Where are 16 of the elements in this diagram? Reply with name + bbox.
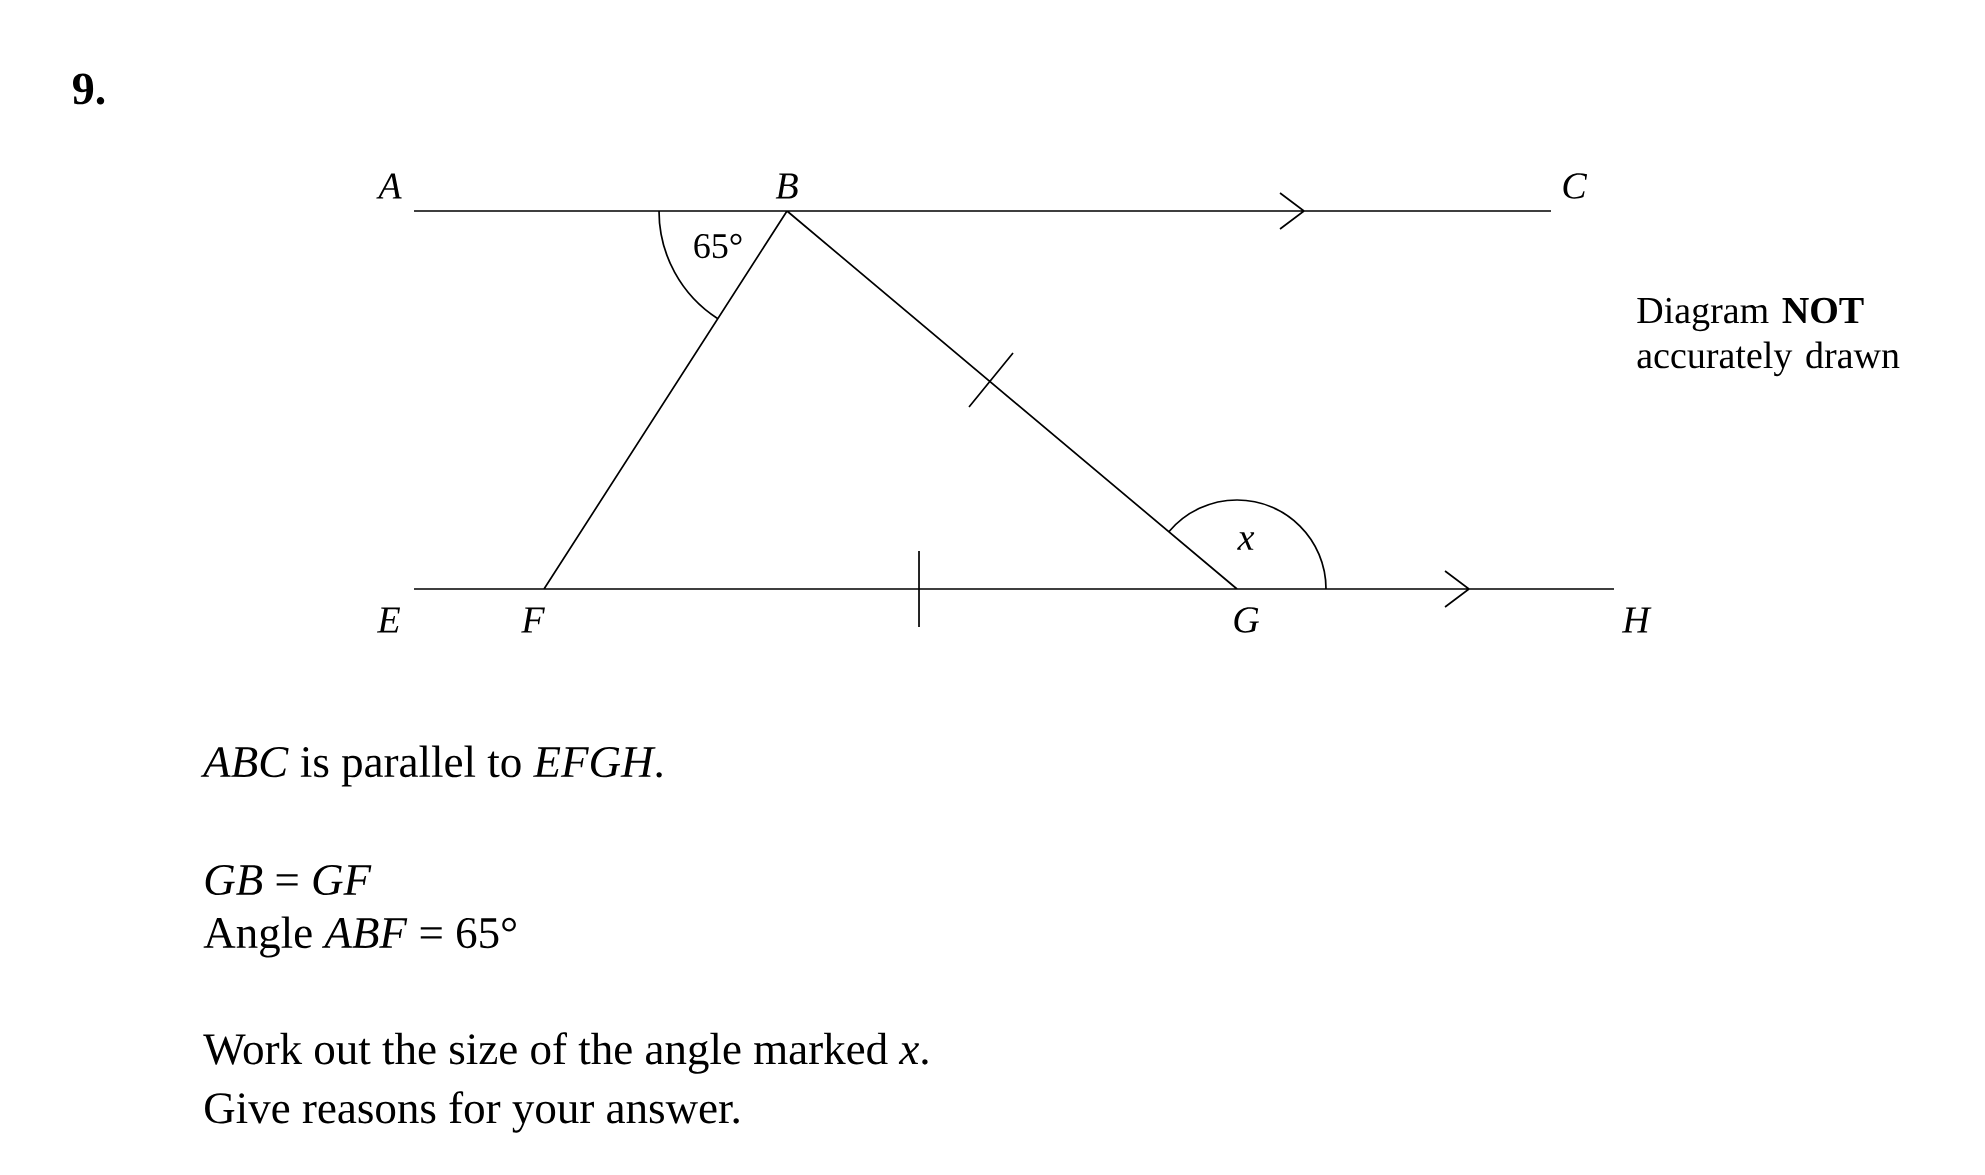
point-label: F	[521, 607, 545, 633]
angle-label: 65°	[694, 233, 742, 259]
point-label: A	[376, 173, 402, 199]
statement: GB = GF	[205, 864, 372, 896]
point-label: B	[775, 173, 798, 199]
point-label: C	[1563, 173, 1588, 199]
point-label: G	[1234, 607, 1259, 633]
angle-label: x	[1237, 532, 1255, 550]
statement: ABC is parallel to EFGH.	[200, 745, 662, 787]
question: Give reasons for your answer.	[205, 1091, 739, 1133]
note: Diagram NOT accurately drawn	[1637, 297, 1900, 377]
point-label: H	[1621, 607, 1652, 633]
question: Work out the size of the angle marked x.	[203, 1032, 928, 1074]
statement: Angle ABF = 65°	[203, 916, 516, 958]
question-number: 9.	[73, 73, 105, 105]
point-label: E	[376, 607, 400, 633]
